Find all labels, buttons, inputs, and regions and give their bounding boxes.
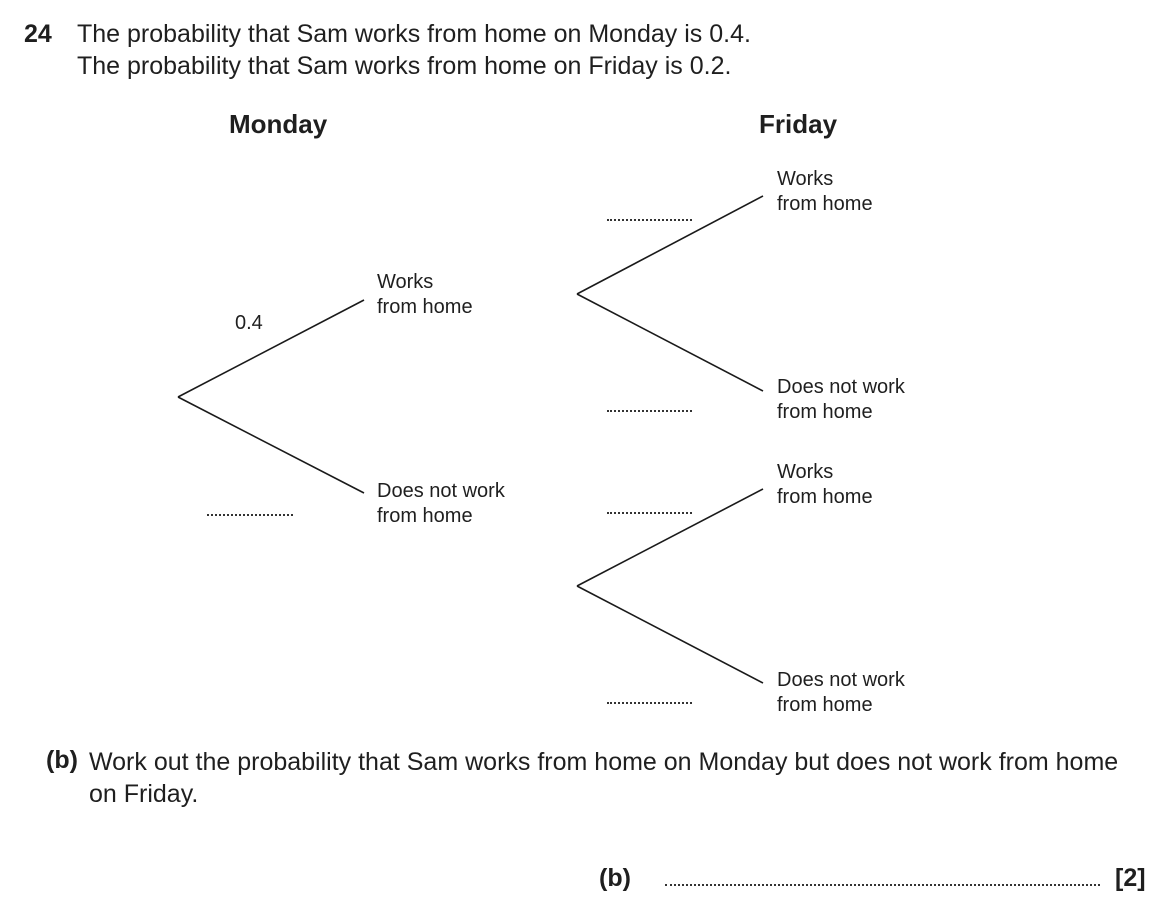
question-stem-line-1: The probability that Sam works from home…	[77, 20, 751, 48]
answer-line-b[interactable]	[665, 884, 1100, 886]
branch-monday-works	[177, 299, 365, 398]
part-b-question: Work out the probability that Sam works …	[89, 748, 1119, 808]
blank-prob-monday-not-works[interactable]	[207, 514, 293, 516]
monday-heading: Monday	[229, 109, 328, 139]
question-stem-line-2: The probability that Sam works from home…	[77, 52, 732, 80]
label-friday-b-works: Works from home	[777, 460, 873, 510]
branch-friday-b-not-works	[576, 585, 764, 684]
blank-prob-friday-a-works[interactable]	[607, 219, 692, 221]
label-friday-a-not-works: Does not work from home	[777, 375, 905, 425]
label-line-2: from home	[777, 694, 873, 716]
branch-friday-a-works	[576, 195, 764, 295]
label-line-1: Does not work	[377, 480, 505, 502]
label-line-1: Works	[777, 168, 834, 190]
label-line-1: Works	[777, 461, 834, 483]
friday-heading: Friday	[759, 109, 838, 139]
prob-monday-works: 0.4	[235, 312, 263, 334]
label-line-2: from home	[777, 486, 873, 508]
label-line-1: Does not work	[777, 376, 905, 398]
label-line-1: Does not work	[777, 669, 905, 691]
marks-label: [2]	[1115, 864, 1146, 892]
label-friday-a-works: Works from home	[777, 167, 873, 217]
branch-friday-a-not-works	[576, 293, 764, 392]
label-line-2: from home	[777, 401, 873, 423]
blank-prob-friday-b-works[interactable]	[607, 512, 692, 514]
label-line-2: from home	[377, 296, 473, 318]
answer-tag: (b)	[599, 864, 631, 892]
branch-monday-not-works	[177, 396, 365, 494]
label-monday-works: Works from home	[377, 270, 473, 320]
blank-prob-friday-b-not-works[interactable]	[607, 702, 692, 704]
branch-friday-b-works	[576, 488, 764, 587]
blank-prob-friday-a-not-works[interactable]	[607, 410, 692, 412]
part-b-tag: (b)	[46, 746, 78, 774]
label-friday-b-not-works: Does not work from home	[777, 668, 905, 718]
label-line-2: from home	[377, 505, 473, 527]
question-number: 24	[24, 20, 52, 48]
label-monday-not-works: Does not work from home	[377, 479, 505, 529]
label-line-2: from home	[777, 193, 873, 215]
label-line-1: Works	[377, 271, 434, 293]
